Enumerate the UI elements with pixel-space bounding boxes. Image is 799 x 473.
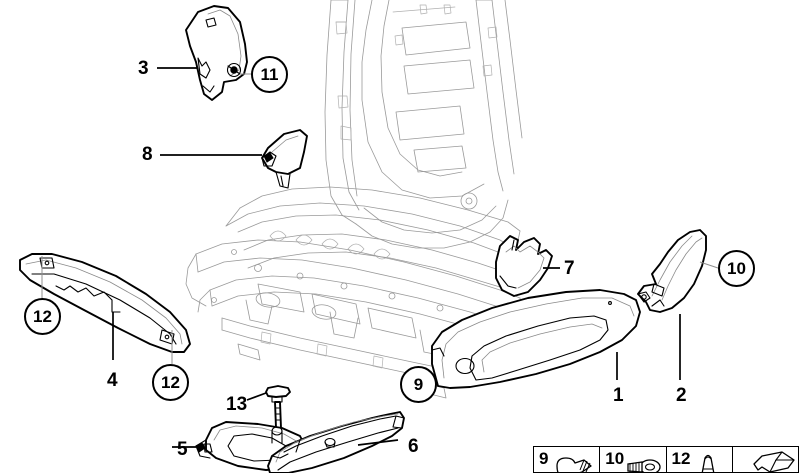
clip-icon — [701, 454, 715, 472]
callout-circle-12-upper: 12 — [24, 298, 61, 335]
callout-circle-12-lower: 12 — [152, 364, 189, 401]
seat-frame-reference — [185, 0, 523, 399]
nut-icon — [626, 459, 661, 472]
part-4-lower-side-trim-strip — [19, 253, 191, 364]
screw-icon — [556, 457, 592, 472]
part-6-seat-rail-cover — [267, 411, 405, 473]
part-8-trim-cap — [160, 129, 308, 189]
part-13-fastening-screw — [246, 385, 291, 429]
legend-cell-12: 12 — [667, 447, 733, 472]
legend-cell-9: 9 — [534, 447, 601, 472]
part-1-side-trim-panel — [431, 289, 641, 389]
callout-label-4: 4 — [107, 370, 118, 391]
hardware-legend: 9 10 12 — [533, 446, 799, 473]
part-3-hinge-cover-upper — [157, 5, 248, 101]
part-2-backrest-side-trim — [637, 229, 719, 380]
callout-circle-9: 9 — [400, 366, 437, 403]
callout-circle-11: 11 — [251, 56, 288, 93]
callout-circle-10: 10 — [718, 250, 755, 287]
wedge-icon — [753, 451, 795, 472]
callout-label-13: 13 — [226, 394, 248, 415]
callout-label-6: 6 — [408, 436, 419, 457]
legend-cell-10: 10 — [600, 447, 667, 472]
part-7-hinge-cover-small — [495, 235, 560, 297]
callout-label-8: 8 — [142, 144, 153, 165]
callout-label-2: 2 — [676, 385, 687, 406]
callout-label-7: 7 — [564, 258, 575, 279]
legend-number-12: 12 — [671, 449, 691, 468]
callout-label-3: 3 — [138, 58, 149, 79]
legend-number-10: 10 — [605, 449, 625, 468]
callout-label-1: 1 — [613, 385, 624, 406]
legend-number-9: 9 — [539, 449, 549, 468]
legend-cell-wedge — [733, 447, 799, 472]
callout-label-5: 5 — [177, 439, 188, 460]
